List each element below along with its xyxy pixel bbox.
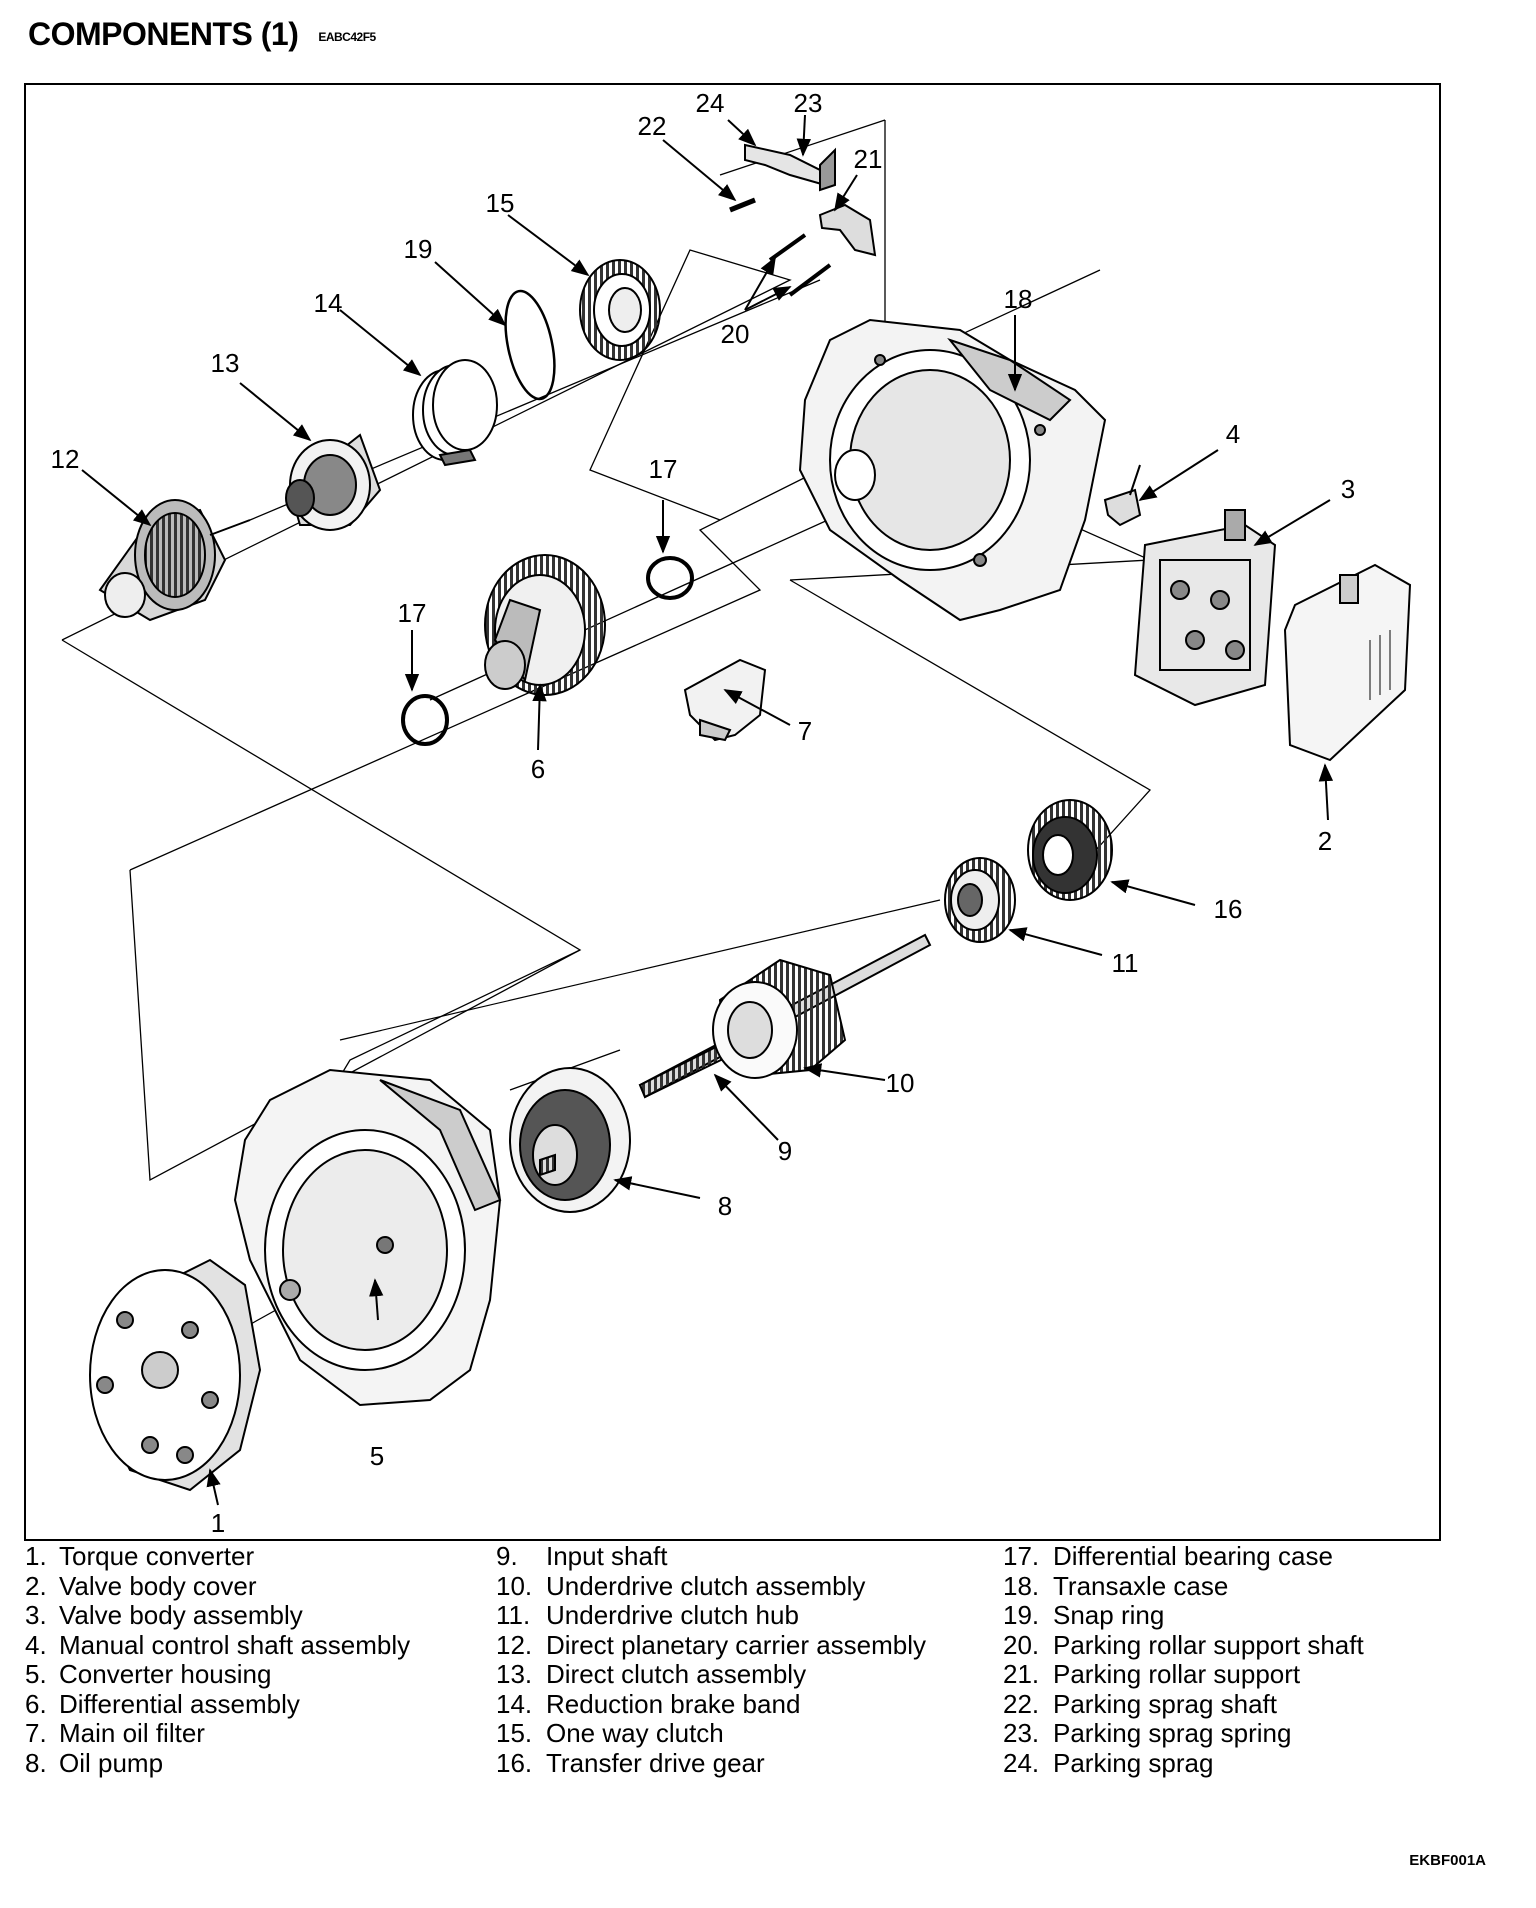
callout-6: 6	[531, 754, 545, 784]
legend-item: 4.Manual control shaft assembly	[25, 1629, 411, 1660]
callout-1: 1	[211, 1508, 225, 1538]
part-direct-planetary-carrier	[98, 499, 251, 622]
part-oil-pump	[509, 1067, 631, 1213]
legend-item: 5.Converter housing	[25, 1659, 272, 1689]
legend-item: 2.Valve body cover	[25, 1570, 257, 1601]
legend-item: 24.Parking sprag	[1003, 1747, 1214, 1778]
callout-22: 22	[638, 111, 667, 141]
part-valve-body-cover	[1283, 563, 1412, 762]
part-transfer-drive-gear	[1027, 799, 1113, 901]
callout-16: 16	[1214, 894, 1243, 924]
callout-15: 15	[486, 188, 515, 218]
callout-12: 12	[51, 444, 80, 474]
part-parking-sprag-shaft	[729, 197, 756, 213]
legend-item: 23.Parking sprag spring	[1003, 1718, 1292, 1748]
legend-item: 20.Parking rollar support shaft	[1003, 1629, 1364, 1660]
part-differential-bearing-case-upper	[646, 556, 694, 600]
callout-24: 24	[696, 88, 725, 118]
main-axis-line	[339, 899, 941, 1041]
part-parking-sprag	[744, 143, 836, 192]
callout-20: 20	[721, 319, 750, 349]
callout-19: 19	[404, 234, 433, 264]
part-transaxle-case	[798, 318, 1107, 622]
callout-10: 10	[886, 1068, 915, 1098]
legend-item: 9.Input shaft	[496, 1541, 668, 1571]
legend-item: 1.Torque converter	[25, 1541, 255, 1571]
legend-item: 22.Parking sprag shaft	[1003, 1688, 1278, 1719]
callout-5: 5	[370, 1441, 384, 1471]
callout-18: 18	[1004, 284, 1033, 314]
part-snap-ring	[504, 289, 556, 401]
legend-item: 13.Direct clutch assembly	[496, 1659, 807, 1689]
callout-8: 8	[718, 1191, 732, 1221]
title-text: COMPONENTS (1)	[28, 16, 299, 52]
legend-item: 14.Reduction brake band	[496, 1688, 801, 1719]
part-reduction-brake-band	[412, 359, 498, 467]
legend-item: 16.Transfer drive gear	[496, 1747, 765, 1778]
part-underdrive-clutch-hub	[944, 857, 1016, 943]
callout-14: 14	[314, 288, 343, 318]
leader-arrows	[81, 114, 1334, 1506]
part-differential-assembly	[484, 554, 606, 696]
callout-17-upper: 17	[649, 454, 678, 484]
legend-item: 17.Differential bearing case	[1003, 1541, 1333, 1571]
callout-21: 21	[854, 144, 883, 174]
part-differential-bearing-case-lower	[401, 694, 449, 746]
page-title: COMPONENTS (1) EABC42F5	[28, 16, 376, 53]
legend-item: 7.Main oil filter	[25, 1718, 205, 1748]
part-parking-rollar-support-shafts	[768, 233, 832, 297]
legend-item: 3.Valve body assembly	[25, 1600, 303, 1630]
legend-item: 10.Underdrive clutch assembly	[496, 1570, 866, 1601]
legend-item: 18.Transaxle case	[1003, 1570, 1229, 1601]
legend-item: 6.Differential assembly	[25, 1688, 300, 1719]
legend-item: 8.Oil pump	[25, 1747, 164, 1778]
legend-item: 19.Snap ring	[1003, 1600, 1165, 1630]
callout-4: 4	[1226, 419, 1240, 449]
part-main-oil-filter	[683, 658, 767, 742]
part-manual-control-shaft	[1103, 464, 1142, 527]
figure-code: EKBF001A	[1409, 1852, 1486, 1869]
title-code: EABC42F5	[318, 29, 376, 44]
legend-column-1: 1.Torque converter 2.Valve body cover 3.…	[25, 1541, 411, 1778]
callout-3: 3	[1341, 474, 1355, 504]
callout-2: 2	[1318, 826, 1332, 856]
part-torque-converter	[89, 1258, 262, 1492]
legend-item: 21.Parking rollar support	[1003, 1659, 1301, 1689]
part-parking-rollar-support	[818, 203, 877, 257]
callout-17-lower: 17	[398, 598, 427, 628]
part-direct-clutch	[285, 433, 382, 531]
legend-item: 11.Underdrive clutch hub	[496, 1600, 799, 1630]
callout-11: 11	[1112, 948, 1139, 978]
part-underdrive-clutch-assembly	[712, 958, 847, 1079]
diagram-frame	[24, 83, 1441, 1541]
legend-item: 12.Direct planetary carrier assembly	[496, 1629, 927, 1660]
part-valve-body-assembly	[1133, 509, 1277, 707]
legend-column-2: 9.Input shaft 10.Underdrive clutch assem…	[496, 1541, 927, 1778]
callout-numbers: 1 2 3 4 5 6 7 8 9 10 11 12 13 14 15 16 1…	[51, 88, 1356, 1538]
callout-7: 7	[798, 716, 812, 746]
callout-9: 9	[778, 1136, 792, 1166]
legend-item: 15.One way clutch	[496, 1718, 724, 1748]
part-converter-housing	[233, 1068, 502, 1407]
legend-column-3: 17.Differential bearing case 18.Transaxl…	[1003, 1541, 1364, 1778]
callout-23: 23	[794, 88, 823, 118]
callout-13: 13	[211, 348, 240, 378]
part-one-way-clutch	[579, 259, 661, 361]
